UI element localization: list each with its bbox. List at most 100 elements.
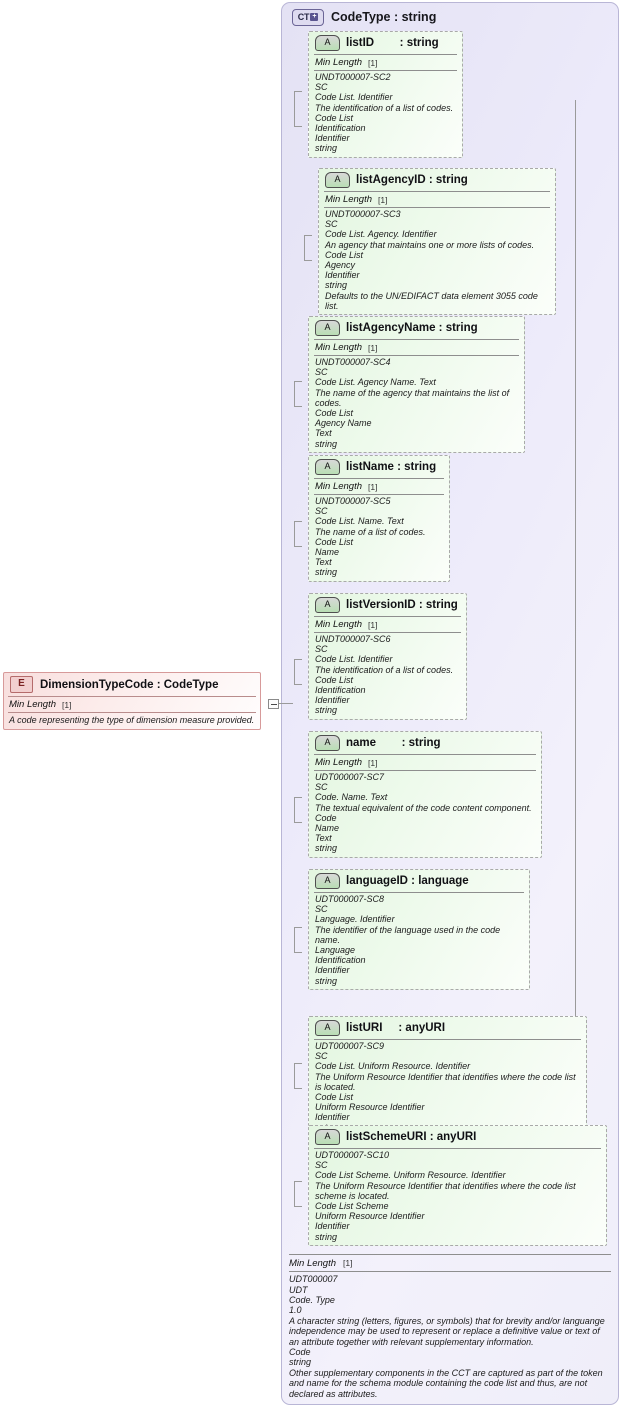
- attribute-divider-top: [314, 754, 536, 755]
- attribute-name: listURI : anyURI: [346, 1022, 446, 1034]
- attribute-badge-icon: A: [315, 1020, 340, 1036]
- attribute-line: An agency that maintains one or more lis…: [325, 239, 535, 250]
- attribute-facet-row: Min Length[1]: [309, 479, 449, 494]
- attribute-line: Code List. Identifier: [315, 654, 393, 665]
- attribute-line: SC: [315, 1160, 328, 1171]
- element-header: E DimensionTypeCode : CodeType: [4, 673, 260, 696]
- attribute-facet-cardinality: [1]: [368, 481, 378, 492]
- complex-type-badge-icon[interactable]: CT+: [292, 8, 324, 26]
- attribute-line: SC: [315, 644, 328, 655]
- attribute-line: Code List. Agency. Identifier: [325, 229, 437, 240]
- attribute-line: Identifier: [315, 133, 350, 144]
- attribute-line: string: [315, 567, 338, 578]
- attribute-divider-bottom: [314, 632, 461, 633]
- attribute-line: UDT000007-SC10: [315, 1150, 390, 1160]
- attribute-badge-icon: A: [315, 873, 340, 889]
- attribute-facet-cardinality: [1]: [378, 194, 388, 205]
- attribute-line: Text: [315, 428, 332, 439]
- element-description: A code representing the type of dimensio…: [9, 715, 255, 725]
- attribute-line: string: [315, 438, 338, 449]
- complex-type-badge-label: CT: [297, 11, 310, 22]
- footer-facet-row: Min Length [1]: [289, 1255, 611, 1271]
- attribute-line: Code: [315, 812, 337, 823]
- attribute-line: SC: [315, 367, 328, 378]
- attribute-facet-row: Min Length[1]: [309, 755, 541, 770]
- attribute-badge-icon: A: [315, 459, 340, 475]
- footer-line: 1.0: [289, 1305, 302, 1316]
- attribute-line: Identification: [315, 123, 366, 134]
- attribute-line: UDT000007-SC8: [315, 894, 385, 904]
- attribute-facet-label: Min Length: [325, 194, 373, 205]
- footer-line: string: [289, 1357, 312, 1368]
- footer-facet-label: Min Length: [289, 1257, 337, 1269]
- attribute-line: SC: [315, 82, 328, 93]
- attribute-line: UNDT000007-SC5: [315, 496, 391, 506]
- attribute-line: Code List: [315, 408, 354, 419]
- minus-glyph: [271, 704, 277, 705]
- attribute-facet-label: Min Length: [315, 57, 363, 68]
- footer-line: UDT000007: [289, 1274, 338, 1285]
- attribute-facet-row: Min Length[1]: [309, 617, 466, 632]
- attribute-badge-icon: A: [325, 172, 350, 188]
- element-box-dimensiontypecode[interactable]: E DimensionTypeCode : CodeType Min Lengt…: [3, 672, 261, 731]
- attribute-line: Code List: [315, 674, 354, 685]
- attribute-line: Code List: [315, 536, 354, 547]
- attribute-name: listAgencyName : string: [346, 322, 478, 334]
- attribute-connector: [294, 797, 302, 823]
- attribute-divider-bottom: [324, 207, 550, 208]
- attribute-name: listID : string: [346, 37, 439, 49]
- attribute-facet-cardinality: [1]: [368, 342, 378, 353]
- attribute-connector: [294, 1181, 302, 1207]
- attribute-divider-top: [314, 616, 461, 617]
- attribute-line: string: [315, 143, 338, 154]
- attribute-divider-top: [314, 1148, 601, 1149]
- element-badge-icon: E: [10, 676, 33, 693]
- attribute-line: string: [315, 705, 338, 716]
- expand-plus-icon[interactable]: +: [310, 13, 319, 21]
- attribute-line: string: [325, 280, 348, 291]
- attribute-line: UNDT000007-SC6: [315, 634, 391, 644]
- attribute-line: Code List: [315, 1092, 354, 1103]
- attribute-line: SC: [315, 506, 328, 517]
- footer-facet-cardinality: [1]: [343, 1258, 353, 1269]
- attribute-line: SC: [315, 1051, 328, 1062]
- attribute-divider-bottom: [314, 494, 444, 495]
- element-facet-cardinality: [1]: [62, 699, 72, 710]
- attribute-line: Agency Name: [315, 418, 372, 429]
- attribute-facet-cardinality: [1]: [368, 57, 378, 68]
- attribute-facet-cardinality: [1]: [368, 757, 378, 768]
- attribute-divider-top: [314, 339, 519, 340]
- element-to-type-connector: [279, 703, 293, 704]
- collapse-minus-icon[interactable]: [268, 699, 279, 709]
- attribute-name: name : string: [346, 737, 441, 749]
- attribute-line: Identifier: [315, 695, 350, 706]
- attribute-line: Text: [315, 833, 332, 844]
- attribute-line: Name: [315, 547, 340, 558]
- attribute-divider-bottom: [314, 70, 457, 71]
- attribute-line: Code List. Identifier: [315, 92, 393, 103]
- complex-type-header: CT+ CodeType : string: [292, 7, 436, 27]
- attribute-line: The identifier of the language used in t…: [315, 924, 503, 945]
- attribute-line: Uniform Resource Identifier: [315, 1102, 425, 1113]
- attribute-facet-row: Min Length[1]: [309, 340, 524, 355]
